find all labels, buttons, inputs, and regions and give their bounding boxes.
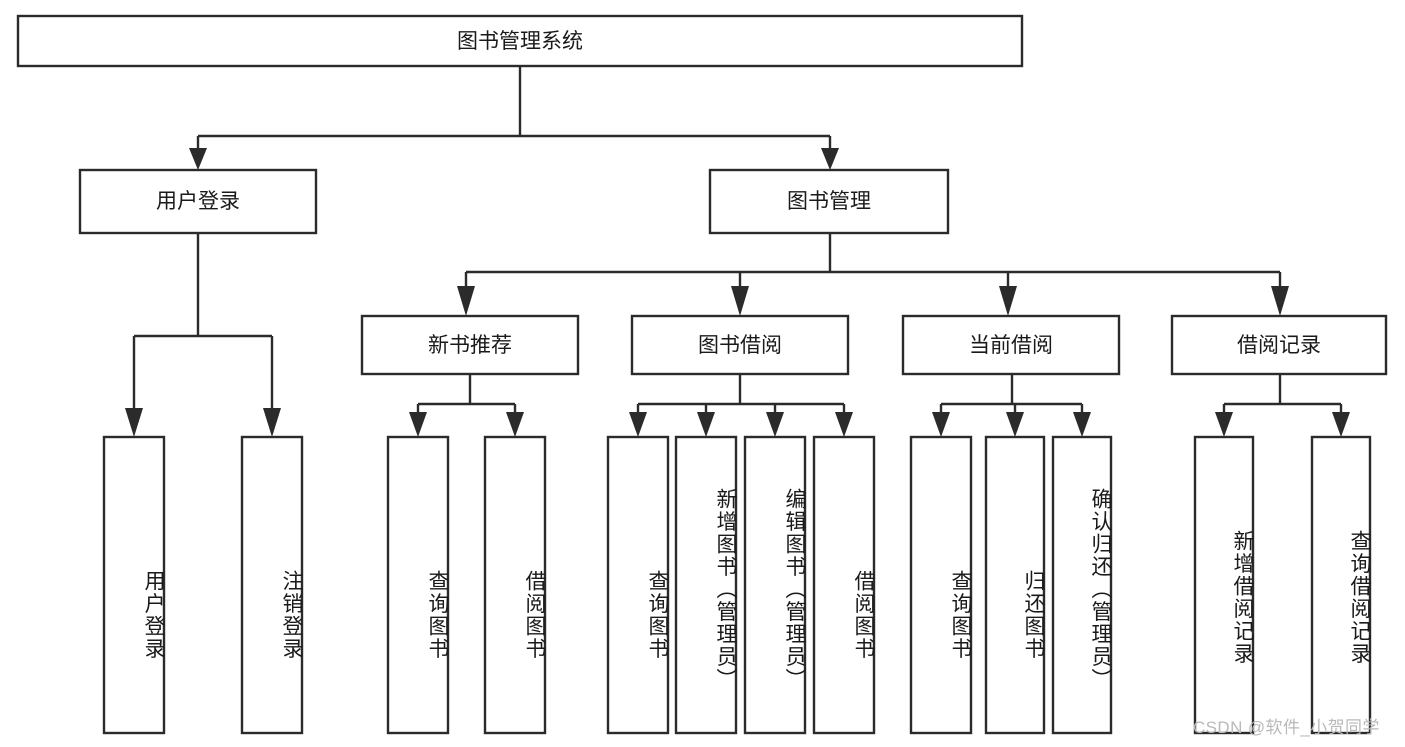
arrow-head-leaf-user-login (125, 408, 143, 437)
node-box-new-book-recommend[interactable] (360, 314, 580, 376)
edge-group-book-management (457, 233, 1289, 316)
edge-group-new-book-recommend (409, 374, 524, 437)
arrow-head-leaf-confirm-return (1073, 412, 1091, 437)
arrow-head-borrow-record (1271, 286, 1289, 316)
arrow-head-leaf-query-record (1332, 412, 1350, 437)
edge-group-book-borrow (629, 374, 853, 437)
arrow-head-leaf-borrow-book-1 (506, 412, 524, 437)
node-box-book-borrow[interactable] (630, 314, 850, 376)
edge-group-current-borrow (932, 374, 1091, 437)
arrow-head-leaf-query-book-2 (629, 412, 647, 437)
node-box-leaf-confirm-return[interactable] (1051, 435, 1113, 735)
node-box-root[interactable] (16, 14, 1024, 68)
node-box-leaf-add-record[interactable] (1193, 435, 1255, 735)
node-box-leaf-borrow-book-2[interactable] (812, 435, 876, 735)
arrow-head-book-borrow (731, 286, 749, 316)
arrow-head-leaf-query-book-1 (409, 412, 427, 437)
node-box-leaf-query-book-1[interactable] (386, 435, 450, 735)
node-box-leaf-edit-book[interactable] (743, 435, 807, 735)
arrow-head-book-management (821, 148, 839, 170)
node-box-leaf-add-book[interactable] (674, 435, 738, 735)
arrow-head-user-login (189, 148, 207, 170)
node-box-leaf-query-book-3[interactable] (909, 435, 973, 735)
node-box-leaf-user-logout[interactable] (240, 435, 304, 735)
arrow-head-leaf-add-book (697, 412, 715, 437)
edge-group-borrow-record (1215, 374, 1350, 437)
arrow-head-leaf-user-logout (263, 408, 281, 437)
node-box-leaf-query-record[interactable] (1310, 435, 1372, 735)
node-box-leaf-query-book-2[interactable] (606, 435, 670, 735)
arrow-head-leaf-return-book (1006, 412, 1024, 437)
arrow-head-leaf-add-record (1215, 412, 1233, 437)
csdn-watermark: CSDN @软件_小贺同学 (1193, 718, 1380, 737)
edge-group-user-login (125, 233, 281, 437)
edge-group-root (189, 66, 839, 170)
node-box-current-borrow[interactable] (901, 314, 1121, 376)
arrow-head-current-borrow (999, 286, 1017, 316)
arrow-head-new-book-recommend (457, 286, 475, 316)
node-box-leaf-borrow-book-1[interactable] (483, 435, 547, 735)
node-box-leaf-user-login[interactable] (102, 435, 166, 735)
node-box-user-login[interactable] (78, 168, 318, 235)
node-box-borrow-record[interactable] (1170, 314, 1388, 376)
arrow-head-leaf-query-book-3 (932, 412, 950, 437)
node-box-book-management[interactable] (708, 168, 950, 235)
node-box-leaf-return-book[interactable] (984, 435, 1046, 735)
arrow-head-leaf-borrow-book-2 (835, 412, 853, 437)
arrow-head-leaf-edit-book (766, 412, 784, 437)
